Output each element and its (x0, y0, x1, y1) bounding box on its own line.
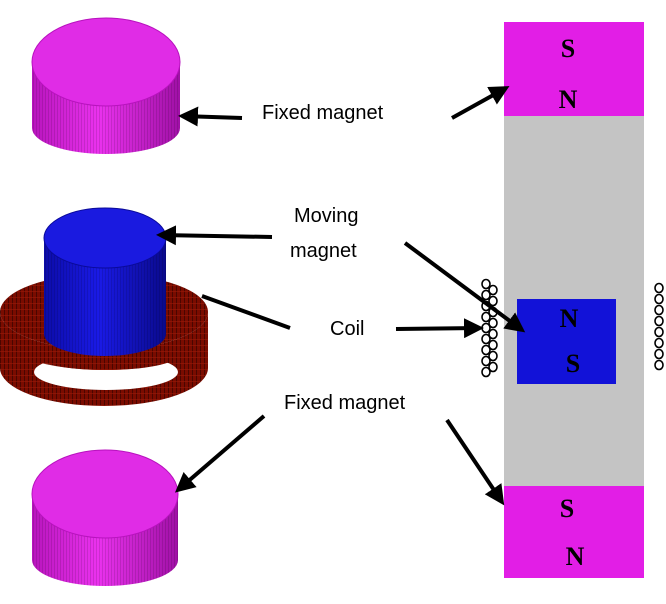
coil-winding-loop (481, 344, 491, 356)
arrow-to-bottom-block (445, 418, 505, 506)
moving-magnet-pole-1: N (560, 304, 579, 333)
top-magnet-pole-2: N (559, 85, 578, 114)
label-moving-magnet-line2: magnet (290, 240, 357, 262)
moving-magnet-cylinder (43, 207, 167, 356)
bottom-fixed-magnet-block (504, 486, 644, 578)
coil-winding-loop (654, 359, 664, 371)
coil-winding-loop (488, 328, 498, 340)
coil-winding-loop (488, 295, 498, 307)
moving-magnet-pole-2: S (566, 349, 580, 378)
label-moving-magnet-line1: Moving (294, 205, 358, 227)
arrow-to-top-block (451, 86, 510, 120)
coil-winding-loop (481, 355, 491, 367)
arrows (156, 86, 526, 506)
label-fixed-magnet-bottom: Fixed magnet (284, 392, 406, 414)
bottom-magnet-pole-2: N (566, 542, 585, 571)
coil-winding-loop (481, 311, 491, 323)
coil-winding-loop (481, 333, 491, 345)
coil-winding-loop (488, 317, 498, 329)
coil-winding-loop (654, 337, 664, 349)
arrow-to-coil-windings (395, 318, 484, 339)
top-magnet-pole-1: S (561, 34, 575, 63)
bottom-fixed-magnet-cylinder (31, 449, 179, 586)
coil-winding-loop (481, 366, 491, 378)
arrow-to-top-cylinder (178, 106, 243, 127)
label-coil: Coil (330, 318, 364, 340)
top-fixed-magnet-cylinder (31, 17, 181, 154)
coil-winding-loop (654, 293, 664, 305)
coil-winding-loop (481, 278, 491, 290)
coil-winding-loop (481, 289, 491, 301)
top-fixed-magnet-block (504, 22, 644, 116)
coil-winding-loop (654, 326, 664, 338)
coil-winding-loop (488, 350, 498, 362)
moving-magnet-block (517, 299, 616, 384)
line-to-coil-ring (201, 294, 291, 330)
coil-front-lip (0, 326, 208, 370)
coil-winding-loop (488, 284, 498, 296)
cross-section: S N N S S N (481, 22, 664, 578)
bottom-magnet-pole-1: S (560, 494, 574, 523)
coil-winding-loop (488, 361, 498, 373)
label-fixed-magnet-top: Fixed magnet (262, 102, 384, 124)
arrow-to-moving-cylinder (156, 225, 273, 246)
arrow-to-moving-block (403, 241, 526, 333)
coil-winding-loop (654, 304, 664, 316)
arrow-to-bottom-cylinder (174, 414, 266, 493)
coil-winding-loop (654, 348, 664, 360)
coil-windings-right (654, 282, 664, 371)
coil-winding-loop (654, 315, 664, 327)
coil-winding-loop (654, 282, 664, 294)
coil-winding-loop (488, 339, 498, 351)
coil-windings-left (481, 278, 498, 378)
